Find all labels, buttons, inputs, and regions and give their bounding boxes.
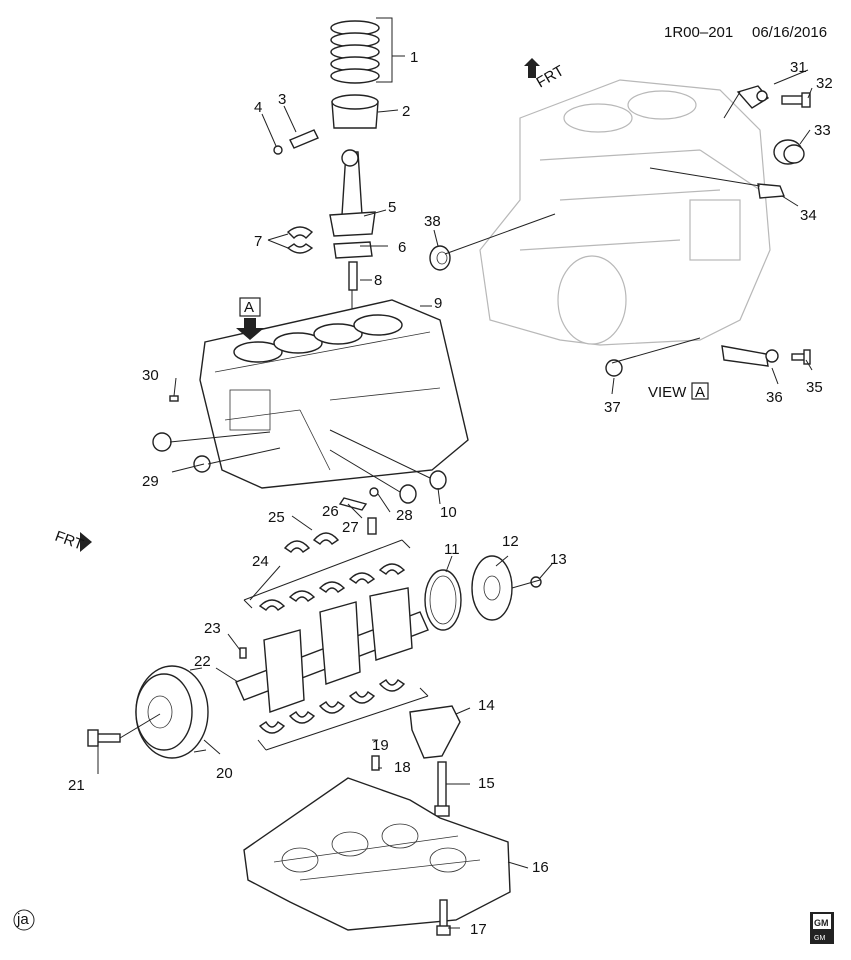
part-13 (530, 576, 542, 588)
crank-bolt (87, 729, 121, 747)
callout-19: 19 (372, 737, 389, 754)
rod-cap (333, 241, 373, 259)
callout-27: 27 (342, 519, 359, 536)
callout-10: 10 (440, 504, 457, 521)
part-28 (369, 487, 379, 497)
callout-14: 14 (478, 697, 495, 714)
pin-clip (273, 145, 283, 155)
callout-5: 5 (388, 199, 396, 216)
gm-logo: GM GM (810, 912, 834, 944)
connecting-rod (329, 149, 376, 237)
rod-bolt (348, 261, 358, 291)
rod-bearing-pair (286, 226, 314, 254)
part-27 (367, 517, 377, 535)
callout-35: 35 (806, 379, 823, 396)
part-30 (169, 395, 179, 402)
diagram-date: 06/16/2016 (752, 24, 827, 41)
part-10 (399, 470, 447, 504)
rear-seal (424, 569, 462, 631)
front-arrow-icon: FRT (524, 58, 567, 91)
callout-9: 9 (434, 295, 442, 312)
callout-labels: 1 2 3 4 5 6 7 8 9 10 11 12 13 14 15 16 1… (68, 49, 833, 938)
bedplate-bolt (436, 899, 451, 936)
view-letter: A (695, 384, 705, 401)
piston-pin (289, 129, 319, 149)
reluctor-wheel (471, 555, 513, 621)
callout-31: 31 (790, 59, 807, 76)
callout-1: 1 (410, 49, 418, 66)
callout-15: 15 (478, 775, 495, 792)
part-36 (721, 345, 779, 367)
cylinder-block (199, 299, 469, 489)
callout-20: 20 (216, 765, 233, 782)
piston-rings (330, 20, 380, 84)
crank-sprocket-key (239, 647, 247, 659)
front-arrow-label: FRT (53, 528, 86, 554)
callout-12: 12 (502, 533, 519, 550)
crank-pulley (135, 665, 209, 759)
part-31 (736, 85, 770, 109)
main-cap (409, 705, 461, 759)
down-arrow-icon (236, 318, 264, 340)
front-arrow-label: FRT (534, 62, 568, 91)
main-cap-bolt (434, 761, 450, 817)
callout-23: 23 (204, 620, 221, 637)
callout-25: 25 (268, 509, 285, 526)
callout-13: 13 (550, 551, 567, 568)
upper-main-bearings (258, 532, 406, 611)
bedplate (243, 777, 511, 931)
callout-18: 18 (394, 759, 411, 776)
svg-text:ja: ja (16, 911, 29, 928)
callout-11: 11 (444, 541, 460, 558)
stamp-badge: ja (13, 909, 35, 931)
part-35 (791, 349, 811, 365)
dowel-pin (371, 755, 380, 771)
part-37 (605, 359, 623, 377)
svg-text:A: A (244, 299, 254, 316)
callout-6: 6 (398, 239, 406, 256)
callout-26: 26 (322, 503, 339, 520)
callout-16: 16 (532, 859, 549, 876)
block-marker: A (236, 297, 264, 340)
view-letter-box (691, 382, 709, 400)
view-a-engine-block (479, 79, 771, 346)
callout-17: 17 (470, 921, 487, 938)
part-32 (781, 92, 811, 108)
view-label: VIEW (648, 384, 687, 401)
part-26 (338, 497, 368, 511)
callout-34: 34 (800, 207, 817, 224)
callout-3: 3 (278, 91, 286, 108)
callout-30: 30 (142, 367, 159, 384)
callout-33: 33 (814, 122, 831, 139)
front-arrow-icon: FRT (53, 528, 92, 554)
part-33 (773, 139, 805, 165)
lower-main-bearings (258, 679, 406, 734)
callout-37: 37 (604, 399, 621, 416)
callout-4: 4 (254, 99, 262, 116)
callout-24: 24 (252, 553, 269, 570)
callout-28: 28 (396, 507, 413, 524)
svg-text:GM: GM (814, 918, 829, 928)
part-38 (429, 245, 451, 271)
callout-32: 32 (816, 75, 833, 92)
svg-text:GM: GM (814, 935, 825, 942)
callout-8: 8 (374, 272, 382, 289)
part-34 (757, 183, 786, 199)
callout-22: 22 (194, 653, 211, 670)
crankshaft (235, 587, 429, 713)
callout-2: 2 (402, 103, 410, 120)
callout-38: 38 (424, 213, 441, 230)
callout-29: 29 (142, 473, 159, 490)
callout-7: 7 (254, 233, 262, 250)
callout-36: 36 (766, 389, 783, 406)
diagram-code: 1R00–201 (664, 24, 733, 41)
callout-21: 21 (68, 777, 85, 794)
piston (331, 94, 379, 129)
leader-lines (97, 69, 813, 929)
